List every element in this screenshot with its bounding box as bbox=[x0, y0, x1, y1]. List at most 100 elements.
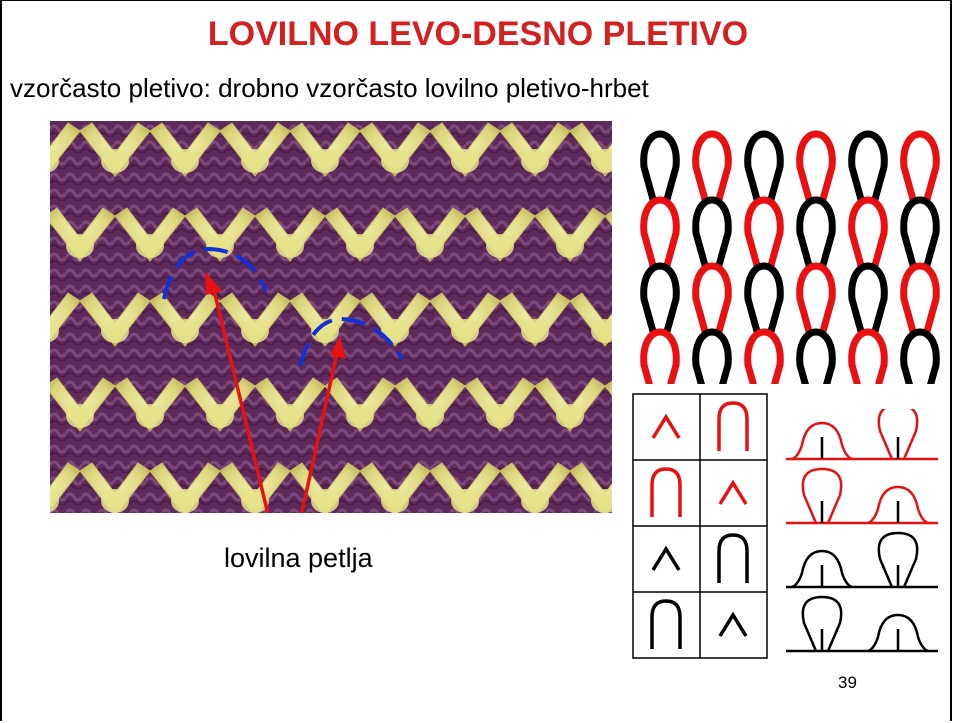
diagram-leg bbox=[714, 232, 732, 270]
yarn-loop bbox=[276, 404, 304, 428]
yarn-stitch bbox=[114, 207, 186, 262]
yarn-loop bbox=[50, 319, 59, 343]
yarn-loop bbox=[556, 234, 584, 258]
pointer-arrow-1 bbox=[211, 285, 270, 513]
yarn-loop bbox=[346, 234, 374, 258]
diagram-leg bbox=[796, 166, 814, 204]
yarn-stitch bbox=[79, 122, 151, 177]
yarn-loop bbox=[101, 489, 129, 513]
yarn-stitch bbox=[359, 292, 431, 347]
diagram-leg bbox=[796, 298, 814, 336]
yarn-loop bbox=[276, 234, 304, 258]
arrowhead-1 bbox=[205, 271, 222, 295]
yarn-loop bbox=[451, 319, 479, 343]
yarn-stitch bbox=[429, 462, 501, 513]
yarn-loop bbox=[591, 149, 612, 173]
yarn-stitch bbox=[534, 207, 606, 262]
yarn-loop bbox=[486, 234, 514, 258]
yarn-stitch bbox=[219, 462, 291, 513]
page-number: 39 bbox=[838, 673, 857, 692]
diagram-loop bbox=[640, 262, 680, 303]
diagram-loop bbox=[744, 130, 784, 171]
tuck-loop-icon bbox=[791, 549, 853, 589]
yarn-loop bbox=[416, 404, 444, 428]
knit-symbol-icon bbox=[650, 467, 682, 517]
diagram-leg bbox=[870, 298, 888, 336]
yarn-stitch bbox=[359, 462, 431, 513]
diagram-leg bbox=[848, 232, 866, 270]
slide-subtitle: vzorčasto pletivo: drobno vzorčasto lovi… bbox=[10, 73, 649, 103]
tuck-loop-icon bbox=[867, 613, 929, 653]
diagram-leg bbox=[692, 364, 705, 384]
diagram-leg bbox=[870, 166, 888, 204]
slide-title: LOVILNO LEVO-DESNO PLETIVO bbox=[207, 15, 749, 53]
diagram-loop bbox=[900, 196, 940, 237]
yarn-loop bbox=[241, 149, 269, 173]
tuck-symbol-icon bbox=[718, 479, 748, 505]
diagram-leg bbox=[848, 298, 866, 336]
diagram-leg bbox=[922, 298, 940, 336]
diagram-loop bbox=[640, 130, 680, 171]
yarn-loop bbox=[171, 319, 199, 343]
stitch-symbols bbox=[786, 409, 938, 653]
knit-loop-icon bbox=[877, 409, 919, 460]
diagram-leg bbox=[818, 166, 836, 204]
diagram-leg bbox=[667, 364, 680, 384]
tuck-symbol-icon bbox=[651, 545, 681, 571]
diagram-loop bbox=[692, 262, 732, 303]
yarn-loop bbox=[171, 489, 199, 513]
yarn-loop bbox=[346, 404, 374, 428]
diagram-leg bbox=[922, 232, 940, 270]
diagram-leg bbox=[818, 232, 836, 270]
diagram-leg bbox=[744, 298, 762, 336]
yarn-stitch bbox=[149, 122, 221, 177]
diagram-leg bbox=[714, 166, 732, 204]
yarn-stitch bbox=[604, 210, 612, 226]
diagram-leg bbox=[848, 364, 861, 384]
yarn-stitch bbox=[394, 377, 466, 432]
yarn-stitch bbox=[499, 122, 571, 177]
yarn-stitch bbox=[289, 292, 361, 347]
diagram-loop bbox=[848, 130, 888, 171]
yarn-loop bbox=[206, 234, 234, 258]
yarn-loop bbox=[206, 404, 234, 428]
diagram-leg bbox=[823, 364, 836, 384]
yarn-loop bbox=[486, 404, 514, 428]
yarn-loop bbox=[101, 319, 129, 343]
notation-grid bbox=[632, 393, 768, 659]
yarn-loop bbox=[241, 319, 269, 343]
yarn-loop bbox=[66, 404, 94, 428]
diagram-leg bbox=[662, 232, 680, 270]
diagram-leg bbox=[870, 232, 888, 270]
yarn-loop bbox=[521, 149, 549, 173]
diagram-loop bbox=[900, 130, 940, 171]
diagram-loop bbox=[796, 262, 836, 303]
tuck-loop-icon bbox=[867, 485, 929, 525]
yarn-loop bbox=[311, 149, 339, 173]
diagram-loop bbox=[848, 262, 888, 303]
arrowhead-2 bbox=[330, 336, 346, 359]
yarn-loop bbox=[521, 319, 549, 343]
tuck-loop-icon bbox=[791, 421, 853, 461]
yarn-loop bbox=[381, 319, 409, 343]
yarn-stitch bbox=[254, 207, 326, 262]
diagram-loop bbox=[796, 196, 836, 237]
diagram-leg bbox=[662, 166, 680, 204]
yarn-stitch bbox=[359, 122, 431, 177]
diagram-leg bbox=[719, 364, 732, 384]
yarn-stitch bbox=[289, 462, 361, 513]
diagram-leg bbox=[640, 166, 658, 204]
diagram-loop bbox=[640, 196, 680, 237]
diagram-leg bbox=[714, 298, 732, 336]
diagram-loop bbox=[744, 196, 784, 237]
diagram-leg bbox=[744, 232, 762, 270]
diagram-leg bbox=[640, 298, 658, 336]
yarn-stitch bbox=[394, 207, 466, 262]
diagram-leg bbox=[692, 166, 710, 204]
knit-symbol-icon bbox=[717, 533, 749, 583]
diagram-leg bbox=[900, 232, 918, 270]
diagram-loop bbox=[900, 262, 940, 303]
yarn-stitch bbox=[219, 122, 291, 177]
diagram-loop bbox=[692, 196, 732, 237]
